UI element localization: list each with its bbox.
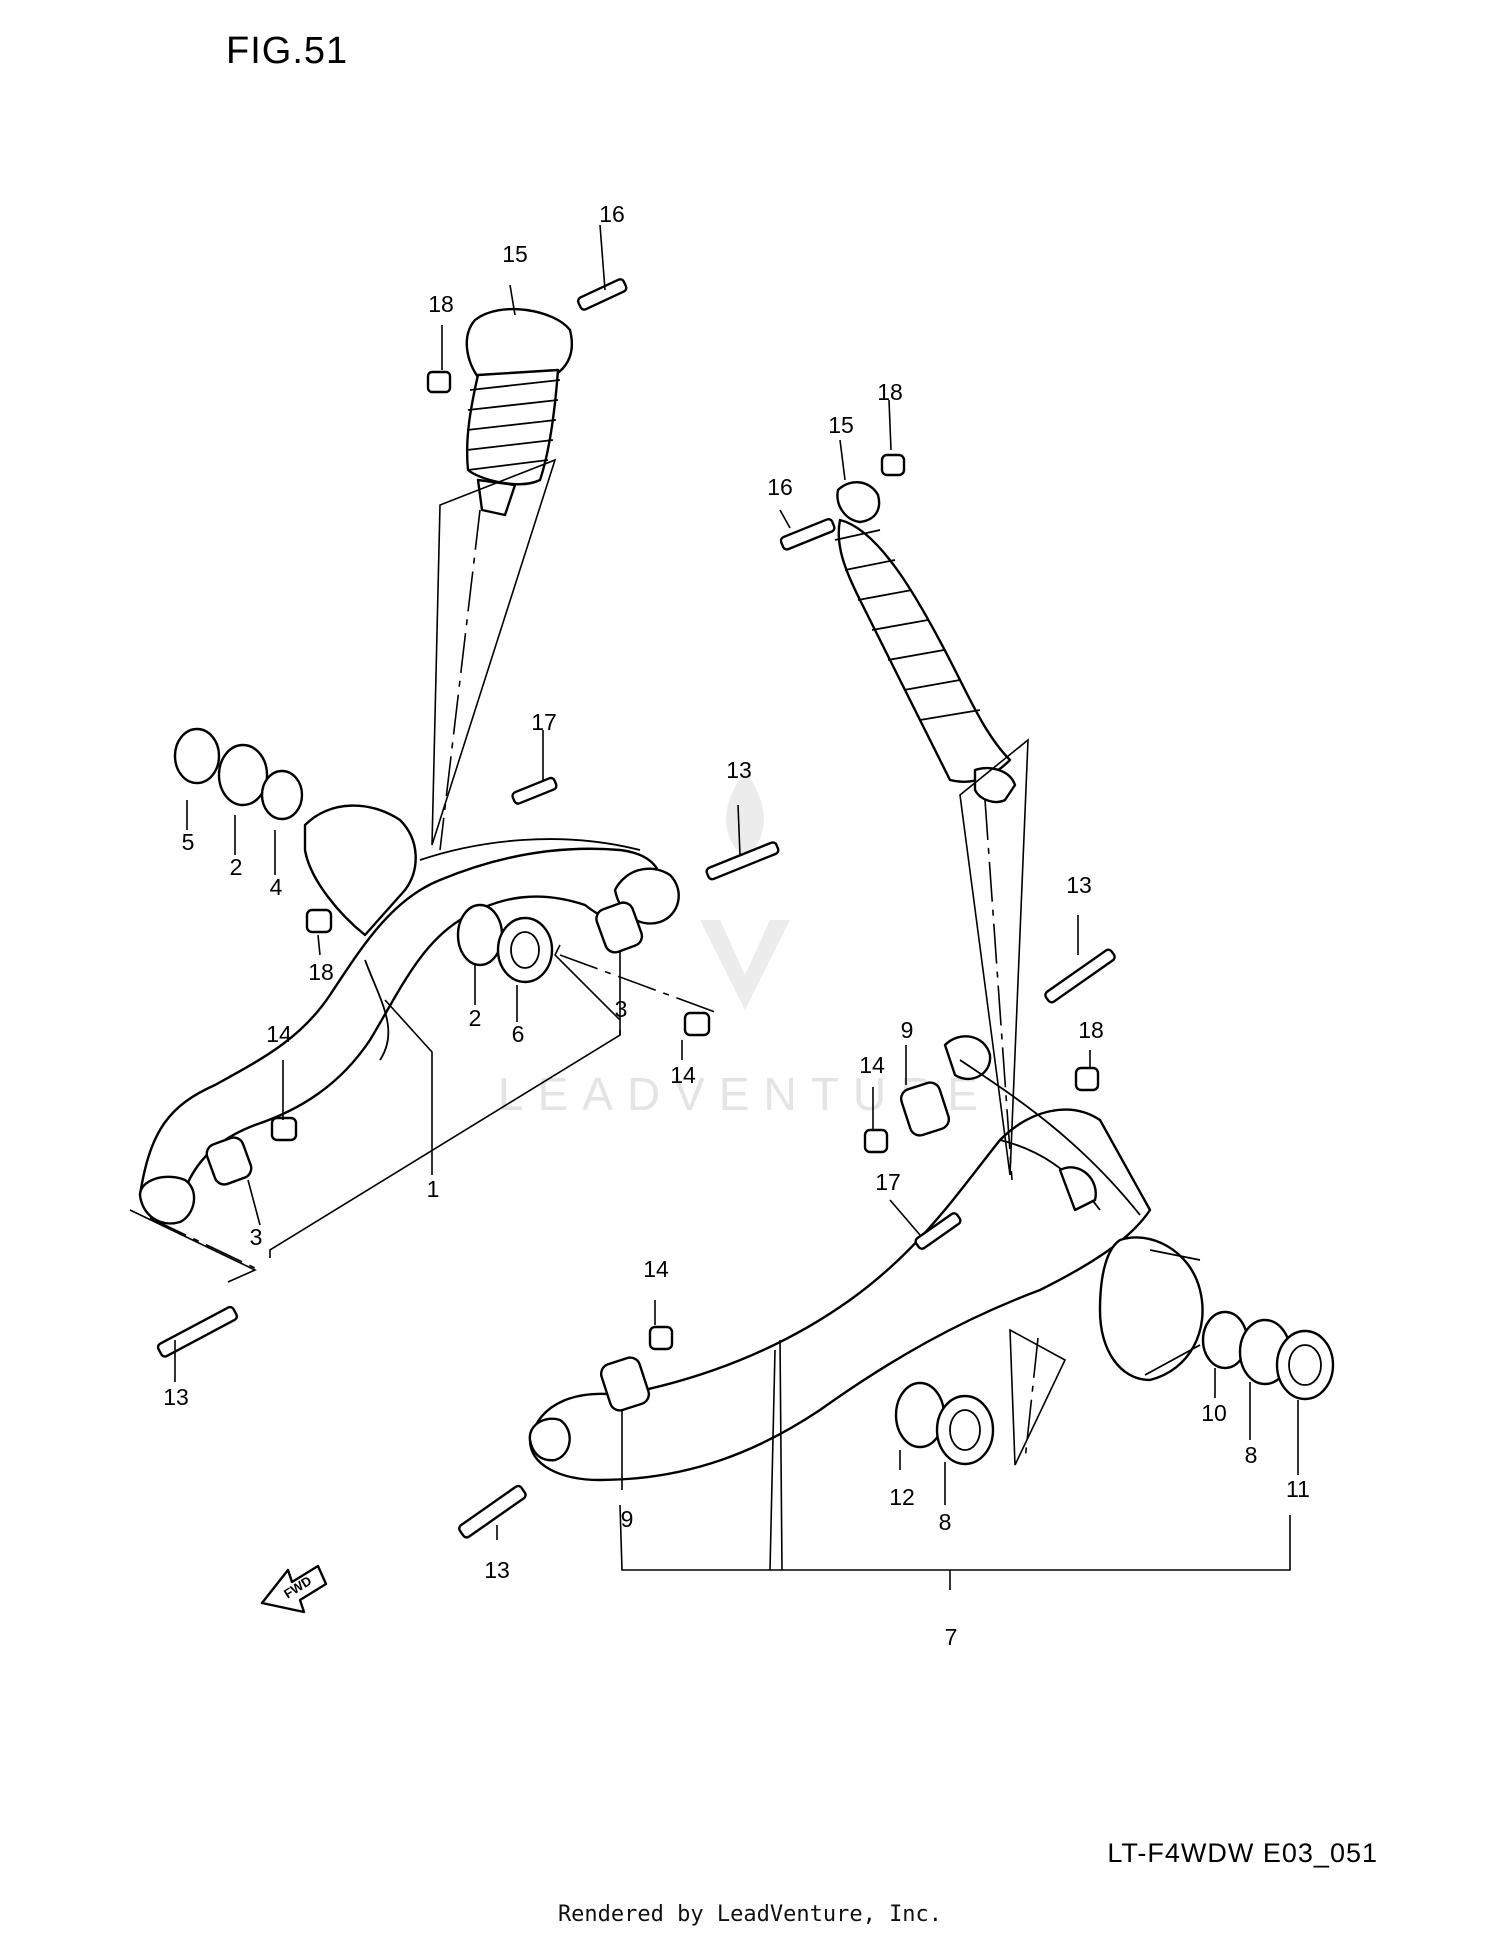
callout-9: 9 [901,1017,914,1043]
callout-9: 9 [621,1506,634,1532]
bushing-group-right [599,1081,1335,1466]
nut-18-left-arm [305,908,333,934]
callout-18: 18 [308,959,334,985]
fasteners-right [458,948,1116,1539]
nut-14-lower-left [270,1116,298,1142]
callout-17: 17 [875,1169,901,1195]
upper-arm-left [138,804,680,1225]
callout-8: 8 [939,1509,952,1535]
fwd-arrow: FWD [260,1564,328,1614]
callout-13: 13 [1066,872,1092,898]
bolt-17-right [914,1212,962,1250]
nut-18-right-arm [1074,1066,1100,1092]
bolt-16-right [779,517,836,551]
callout-5: 5 [182,829,195,855]
callout-3: 3 [250,1224,263,1250]
callout-13: 13 [484,1557,510,1583]
callout-17: 17 [531,709,557,735]
bolt-16-left [576,278,628,311]
callout-2: 2 [230,854,243,880]
bushing-9-upper [899,1081,951,1137]
callout-18: 18 [428,291,454,317]
callout-6: 6 [512,1021,525,1047]
bushing-2-upper [217,743,269,807]
nut-14-upper-right [863,1128,889,1154]
nut-14-upper-left [683,1011,711,1037]
callout-12: 12 [889,1484,915,1510]
callout-14: 14 [643,1256,669,1282]
figure-code: LT-F4WDW E03_051 [1107,1838,1378,1868]
watermark: LEADVENTURE [498,770,992,1120]
fasteners-left [156,776,780,1358]
watermark-flame-icon [726,770,764,860]
callout-13: 13 [163,1384,189,1410]
callout-2: 2 [469,1005,482,1031]
callout-16: 16 [599,201,625,227]
leader-lines [129,224,1299,1590]
collar-5 [173,727,221,785]
callout-10: 10 [1201,1400,1227,1426]
callout-18: 18 [1078,1017,1104,1043]
seal-4 [260,769,304,821]
bushing-8-front [935,1394,995,1466]
callout-7: 7 [945,1624,958,1650]
seal-11 [1275,1329,1335,1401]
bushing-3-lower [205,1136,253,1186]
figure-title: FIG.51 [226,30,349,72]
lower-arm-right [528,1035,1204,1482]
collar-6 [496,916,554,984]
callout-8: 8 [1245,1442,1258,1468]
callout-14: 14 [859,1052,885,1078]
nut-18-left [426,370,452,394]
nut-18-right [880,453,906,477]
callout-3: 3 [615,996,628,1022]
callout-15: 15 [502,241,528,267]
bolt-13-lower-right [458,1484,527,1539]
callout-14: 14 [266,1021,292,1047]
shock-absorber-left [426,278,628,517]
callout-1: 1 [427,1176,440,1202]
bushing-3-upper [595,901,644,954]
callouts: 16 15 18 5 2 4 17 13 18 2 6 3 14 14 3 1 … [163,201,1310,1650]
callout-11: 11 [1286,1476,1310,1502]
bushing-group-left [173,727,644,1186]
callout-13: 13 [726,757,752,783]
bolt-13-upper-left [705,841,780,881]
bolt-13-lower-left [156,1305,239,1358]
callout-18: 18 [877,379,903,405]
watermark-v-icon [700,920,790,1010]
shock-absorber-right [779,453,1017,804]
bushing-2-lower [456,903,504,967]
fwd-arrow-icon [260,1564,328,1614]
callout-15: 15 [828,412,854,438]
callout-16: 16 [767,474,793,500]
bushing-9-lower [599,1356,651,1412]
render-credit: Rendered by LeadVenture, Inc. [557,1902,943,1927]
callout-4: 4 [270,874,283,900]
callout-14: 14 [670,1062,696,1088]
nut-14-lower-right [648,1325,674,1351]
bolt-13-upper-right [1044,948,1116,1004]
watermark-text: LEADVENTURE [498,1068,992,1120]
bolt-17-left [511,776,558,805]
